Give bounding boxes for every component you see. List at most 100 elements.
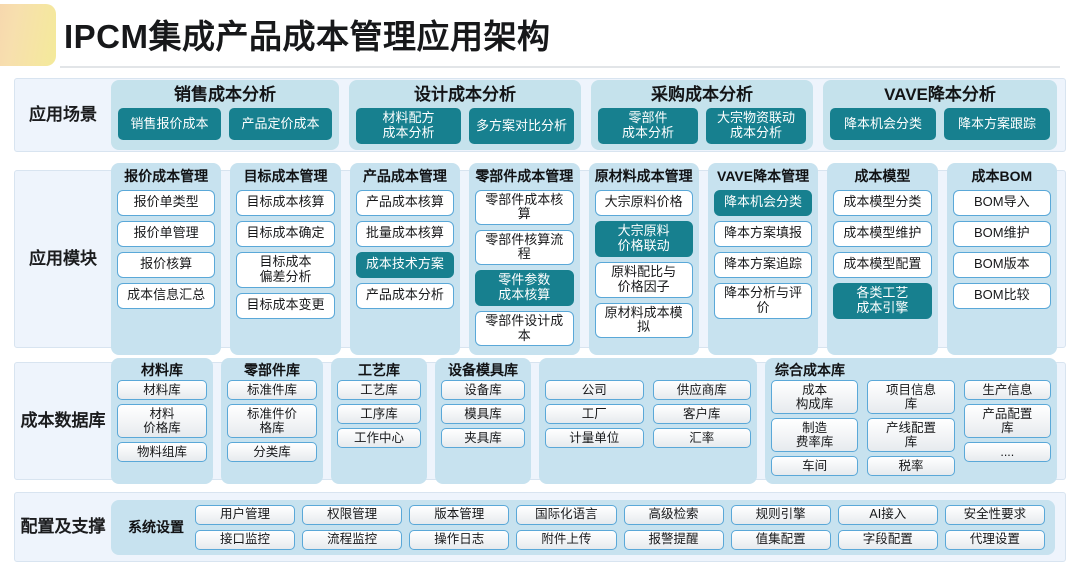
module-chip[interactable]: 零部件成本核算 <box>475 189 574 225</box>
scenario-chip[interactable]: 大宗物资联动 成本分析 <box>706 108 806 145</box>
module-chip[interactable]: BOM维护 <box>952 220 1051 247</box>
database-chip[interactable]: 产品配置 库 <box>963 404 1051 439</box>
module-group[interactable]: VAVE降本管理降本机会分类降本方案填报降本方案追踪降本分析与评价 <box>707 162 819 356</box>
configuration-chip[interactable]: 用户管理 <box>195 504 296 525</box>
module-chip[interactable]: 成本模型配置 <box>833 251 932 278</box>
database-chip[interactable]: 计量单位 <box>545 427 644 448</box>
database-group[interactable]: 公司工厂计量单位供应商库客户库汇率 <box>539 357 757 485</box>
database-chip[interactable]: 成本 构成库 <box>771 380 859 415</box>
module-group[interactable]: 目标成本管理目标成本核算目标成本确定目标成本 偏差分析目标成本变更 <box>230 162 341 356</box>
database-chip[interactable]: 产线配置 库 <box>867 418 955 453</box>
configuration-chip[interactable]: 版本管理 <box>409 504 510 525</box>
database-group[interactable]: 零部件库标准件库标准件价 格库分类库 <box>221 357 323 485</box>
module-chip[interactable]: 成本模型维护 <box>833 220 932 247</box>
module-chip[interactable]: 降本方案填报 <box>713 220 813 247</box>
database-group[interactable]: 设备模具库设备库模具库夹具库 <box>435 357 531 485</box>
database-chip[interactable]: 工艺库 <box>337 380 421 401</box>
database-group[interactable]: 综合成本库成本 构成库制造 费率库车间项目信息 库产线配置 库税率生产信息产品配… <box>765 357 1057 485</box>
configuration-chip[interactable]: 接口监控 <box>195 529 296 550</box>
database-chip[interactable]: 材料库 <box>117 380 207 401</box>
database-chip[interactable]: .... <box>963 442 1051 463</box>
module-chip[interactable]: 产品成本核算 <box>355 189 455 216</box>
database-group[interactable]: 工艺库工艺库工序库工作中心 <box>331 357 427 485</box>
configuration-chip[interactable]: AI接入 <box>837 504 938 525</box>
module-chip[interactable]: 批量成本核算 <box>355 220 455 247</box>
configuration-chip[interactable]: 操作日志 <box>409 529 510 550</box>
module-chip[interactable]: 目标成本核算 <box>236 189 335 216</box>
database-chip[interactable]: 税率 <box>867 456 955 477</box>
configuration-chip[interactable]: 附件上传 <box>516 529 617 550</box>
database-chip[interactable]: 分类库 <box>227 442 317 463</box>
database-chip[interactable]: 标准件价 格库 <box>227 404 317 439</box>
module-group[interactable]: 产品成本管理产品成本核算批量成本核算成本技术方案产品成本分析 <box>349 162 461 356</box>
database-chip[interactable]: 模具库 <box>441 404 525 425</box>
module-group[interactable]: 报价成本管理报价单类型报价单管理报价核算成本信息汇总 <box>111 162 222 356</box>
module-chip[interactable]: 降本方案追踪 <box>713 251 813 278</box>
configuration-chip[interactable]: 报警提醒 <box>623 529 724 550</box>
database-chip[interactable]: 设备库 <box>441 380 525 401</box>
module-chip[interactable]: 报价核算 <box>117 251 216 278</box>
module-chip[interactable]: 目标成本确定 <box>236 220 335 247</box>
module-chip-highlighted[interactable]: 大宗原料 价格联动 <box>594 220 693 257</box>
module-chip-highlighted[interactable]: 成本技术方案 <box>355 251 455 278</box>
module-chip[interactable]: 目标成本 偏差分析 <box>236 251 335 288</box>
database-chip[interactable]: 项目信息 库 <box>867 380 955 415</box>
scenario-group-design[interactable]: 设计成本分析 材料配方 成本分析 多方案对比分析 <box>349 79 581 151</box>
module-chip-highlighted[interactable]: 各类工艺 成本引擎 <box>833 282 932 319</box>
database-chip[interactable]: 汇率 <box>652 427 751 448</box>
scenario-group-vave[interactable]: VAVE降本分析 降本机会分类 降本方案跟踪 <box>823 79 1057 151</box>
module-chip-highlighted[interactable]: 零件参数 成本核算 <box>475 269 574 306</box>
module-group[interactable]: 成本模型成本模型分类成本模型维护成本模型配置各类工艺 成本引擎 <box>827 162 938 356</box>
database-chip[interactable]: 夹具库 <box>441 428 525 449</box>
configuration-chip[interactable]: 安全性要求 <box>944 504 1045 525</box>
database-chip[interactable]: 物料组库 <box>117 442 207 463</box>
scenario-group-sales[interactable]: 销售成本分析 销售报价成本 产品定价成本 <box>111 79 339 151</box>
module-chip[interactable]: 目标成本变更 <box>236 292 335 319</box>
configuration-chip[interactable]: 字段配置 <box>837 529 938 550</box>
database-chip[interactable]: 生产信息 <box>963 380 1051 401</box>
scenario-chip[interactable]: 零部件 成本分析 <box>598 108 698 145</box>
module-chip[interactable]: BOM比较 <box>952 282 1051 309</box>
configuration-chip[interactable]: 国际化语言 <box>516 504 617 525</box>
database-chip[interactable]: 工序库 <box>337 404 421 425</box>
scenario-chip[interactable]: 销售报价成本 <box>118 108 221 141</box>
database-chip[interactable]: 标准件库 <box>227 380 317 401</box>
configuration-chip[interactable]: 权限管理 <box>302 504 403 525</box>
database-group[interactable]: 材料库材料库材料 价格库物料组库 <box>111 357 213 485</box>
configuration-chip[interactable]: 规则引擎 <box>730 504 831 525</box>
module-chip-highlighted[interactable]: 降本机会分类 <box>713 189 813 216</box>
module-chip[interactable]: 报价单类型 <box>117 189 216 216</box>
configuration-chip[interactable]: 值集配置 <box>730 529 831 550</box>
module-chip[interactable]: BOM导入 <box>952 189 1051 216</box>
database-chip[interactable]: 工作中心 <box>337 428 421 449</box>
module-chip[interactable]: 原材料成本模拟 <box>594 302 693 338</box>
module-group[interactable]: 零部件成本管理零部件成本核算零部件核算流程零件参数 成本核算零部件设计成本 <box>469 162 580 356</box>
module-chip[interactable]: 零部件核算流程 <box>475 229 574 265</box>
configuration-chip[interactable]: 代理设置 <box>944 529 1045 550</box>
database-chip[interactable]: 制造 费率库 <box>771 418 859 453</box>
configuration-chip[interactable]: 高级检索 <box>623 504 724 525</box>
module-chip[interactable]: 产品成本分析 <box>355 282 455 309</box>
database-chip[interactable]: 工厂 <box>545 403 644 424</box>
module-chip[interactable]: 原料配比与 价格因子 <box>594 261 693 298</box>
module-chip[interactable]: 零部件设计成本 <box>475 310 574 347</box>
scenario-chip[interactable]: 降本机会分类 <box>830 108 936 141</box>
scenario-chip[interactable]: 多方案对比分析 <box>469 108 574 145</box>
module-chip[interactable]: 报价单管理 <box>117 220 216 247</box>
scenario-chip[interactable]: 降本方案跟踪 <box>944 108 1050 141</box>
module-chip[interactable]: 成本信息汇总 <box>117 282 216 309</box>
module-chip[interactable]: BOM版本 <box>952 251 1051 278</box>
database-chip[interactable]: 车间 <box>771 456 859 477</box>
module-chip[interactable]: 成本模型分类 <box>833 189 932 216</box>
scenario-group-purchase[interactable]: 采购成本分析 零部件 成本分析 大宗物资联动 成本分析 <box>591 79 813 151</box>
module-group[interactable]: 原材料成本管理大宗原料价格大宗原料 价格联动原料配比与 价格因子原材料成本模拟 <box>588 162 699 356</box>
scenario-chip[interactable]: 材料配方 成本分析 <box>356 108 461 145</box>
database-chip[interactable]: 客户库 <box>652 403 751 424</box>
database-chip[interactable]: 公司 <box>545 379 644 400</box>
scenario-chip[interactable]: 产品定价成本 <box>229 108 332 141</box>
database-chip[interactable]: 材料 价格库 <box>117 404 207 439</box>
module-chip[interactable]: 降本分析与评价 <box>713 282 813 319</box>
configuration-chip[interactable]: 流程监控 <box>302 529 403 550</box>
module-chip[interactable]: 大宗原料价格 <box>594 189 693 216</box>
